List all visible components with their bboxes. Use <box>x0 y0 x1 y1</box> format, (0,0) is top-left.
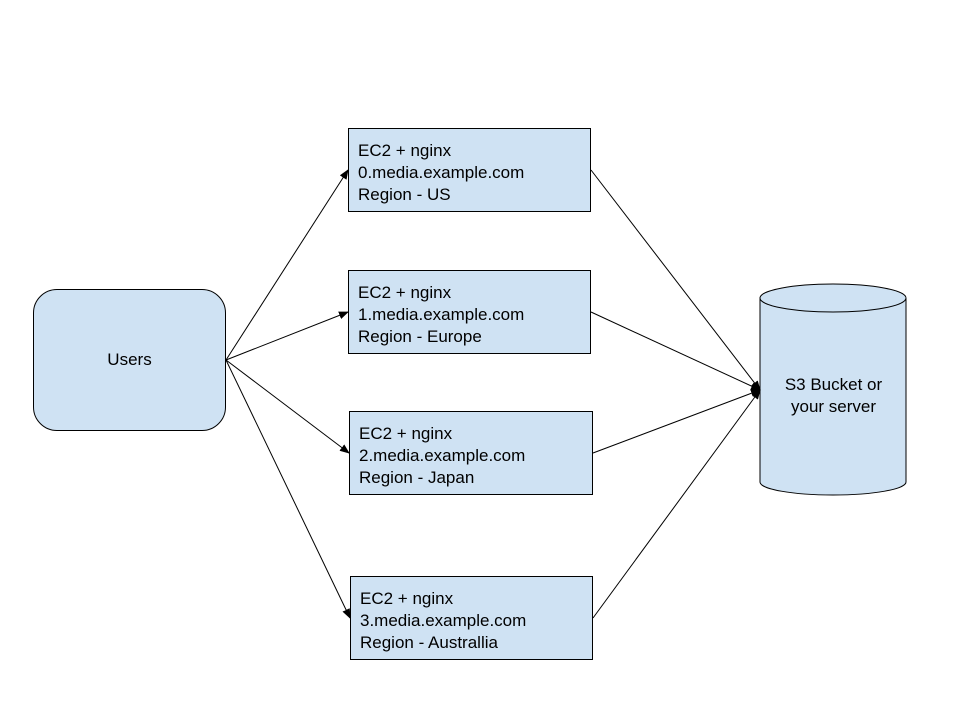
arrow-users-to-server-0 <box>225 169 349 361</box>
server-type: EC2 + nginx <box>358 283 452 302</box>
server-node-japan: EC2 + nginx 2.media.example.com Region -… <box>349 411 593 495</box>
server-node-australlia: EC2 + nginx 3.media.example.com Region -… <box>350 576 593 660</box>
arrow-users-to-server-2 <box>225 359 350 454</box>
server-node-europe: EC2 + nginx 1.media.example.com Region -… <box>348 270 591 354</box>
server-hostname: 2.media.example.com <box>359 446 526 465</box>
server-node-us: EC2 + nginx 0.media.example.com Region -… <box>348 128 591 212</box>
users-node: Users <box>33 289 226 431</box>
server-hostname: 1.media.example.com <box>358 305 525 324</box>
arrow-server-3-to-storage <box>592 389 761 619</box>
users-label: Users <box>107 350 152 369</box>
storage-label: S3 Bucket or your server <box>760 374 907 418</box>
arrow-server-0-to-storage <box>590 169 761 391</box>
arrow-server-2-to-storage <box>592 389 761 454</box>
arrow-server-1-to-storage <box>590 311 761 391</box>
server-region: Region - Japan <box>359 468 475 487</box>
server-type: EC2 + nginx <box>359 424 453 443</box>
storage-cylinder <box>759 283 907 496</box>
server-hostname: 3.media.example.com <box>360 611 527 630</box>
server-region: Region - Europe <box>358 327 482 346</box>
server-region: Region - Australlia <box>360 633 498 652</box>
server-type: EC2 + nginx <box>358 141 452 160</box>
storage-label-line-2: your server <box>790 397 877 416</box>
server-region: Region - US <box>358 185 451 204</box>
storage-label-line-1: S3 Bucket or <box>784 375 883 394</box>
arrow-users-to-server-3 <box>225 359 351 619</box>
server-hostname: 0.media.example.com <box>358 163 525 182</box>
arrow-users-to-server-1 <box>225 311 349 361</box>
server-type: EC2 + nginx <box>360 589 454 608</box>
